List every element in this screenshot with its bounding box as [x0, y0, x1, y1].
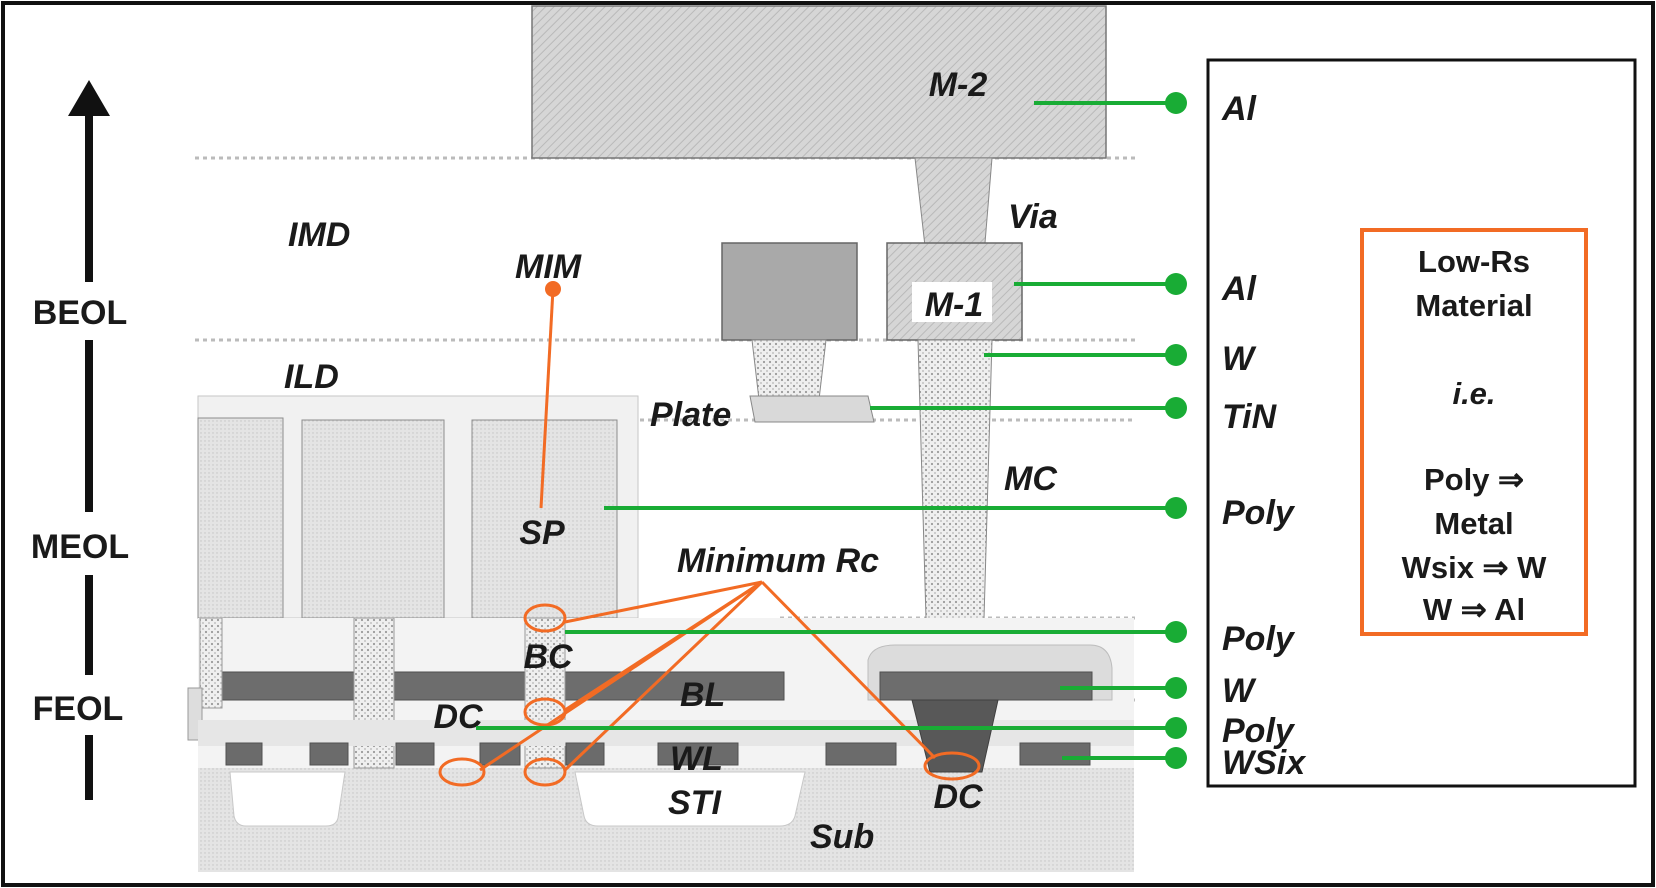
- sp-label: SP: [519, 514, 565, 552]
- wl-gate-8: [1019, 742, 1091, 766]
- note-title-line1: Low-Rs: [1418, 244, 1530, 279]
- note-line4: W ⇒ Al: [1423, 592, 1525, 627]
- note-line3: Wsix ⇒ W: [1402, 550, 1548, 585]
- leader-plate-dot: [1165, 397, 1187, 419]
- material-bc: Poly: [1222, 620, 1296, 658]
- meol-label: MEOL: [31, 528, 129, 566]
- wl-gate-1: [225, 742, 263, 766]
- bit-line-left: [221, 671, 785, 701]
- rc-circle-dc-right: [923, 751, 981, 781]
- rc-circle-bc: [523, 603, 567, 633]
- note-ie: i.e.: [1452, 376, 1495, 411]
- bl-label: BL: [680, 676, 725, 714]
- leader-dc-dot: [1165, 717, 1187, 739]
- leader-bl-dot: [1165, 677, 1187, 699]
- leader-wl-dot: [1165, 747, 1187, 769]
- wl-gate-6: [657, 742, 739, 766]
- material-sp: Poly: [1222, 494, 1296, 532]
- material-leaders: [476, 92, 1187, 769]
- plate-label: Plate: [650, 396, 731, 434]
- m2-label: M-2: [929, 66, 988, 104]
- m2-metal: [531, 5, 1107, 159]
- leader-m2-dot: [1165, 92, 1187, 114]
- rc-line-dc-center: [563, 580, 764, 772]
- ild-label: ILD: [284, 358, 339, 396]
- leader-sp-dot: [1165, 497, 1187, 519]
- via-label: Via: [1008, 198, 1058, 236]
- note-line2: Metal: [1434, 506, 1513, 541]
- material-wl: WSix: [1222, 744, 1307, 782]
- rc-circle-dc: [523, 697, 567, 727]
- capacitor-1: [197, 417, 284, 619]
- via: [914, 157, 993, 256]
- sti-label: STI: [668, 784, 722, 822]
- mim-pointer-line: [539, 288, 555, 509]
- sti-center: [574, 771, 806, 827]
- m1-label: M-1: [925, 286, 984, 324]
- feol-label: FEOL: [33, 690, 124, 728]
- capacitor-2: [301, 419, 445, 619]
- material-plate: TiN: [1222, 398, 1278, 436]
- leader-mc-dot: [1165, 344, 1187, 366]
- rc-circle-sub-center: [523, 757, 567, 787]
- note-title-line2: Material: [1415, 288, 1532, 323]
- imd-label: IMD: [288, 216, 350, 254]
- material-mc: W: [1222, 340, 1257, 378]
- sub-label: Sub: [810, 818, 874, 856]
- dc-left-label: DC: [433, 698, 483, 736]
- dc-right-label: DC: [933, 778, 983, 816]
- rc-line-dc-left: [479, 580, 763, 772]
- m1-label-bg: [912, 282, 992, 322]
- material-m1: Al: [1221, 270, 1258, 308]
- leader-bc-dot: [1165, 621, 1187, 643]
- rc-circle-sub-left: [438, 757, 486, 787]
- note-line1: Poly ⇒: [1424, 462, 1524, 497]
- wl-gate-7: [825, 742, 897, 766]
- m1-metal-left: [721, 242, 858, 341]
- beol-label: BEOL: [33, 294, 127, 332]
- material-bl: W: [1222, 672, 1257, 710]
- rc-line-bc: [564, 580, 763, 624]
- wl-gate-3: [395, 742, 435, 766]
- minimum-rc-label: Minimum Rc: [677, 542, 879, 580]
- leader-m1-dot: [1165, 273, 1187, 295]
- mc-label: MC: [1004, 460, 1057, 498]
- sti-left: [229, 771, 346, 827]
- bc-label: BC: [523, 638, 573, 676]
- wl-gate-2: [309, 742, 349, 766]
- poly-band: [198, 720, 1134, 746]
- low-rs-note: Low-Rs Material i.e. Poly ⇒ Metal Wsix ⇒…: [1360, 228, 1588, 636]
- material-m2: Al: [1221, 90, 1258, 128]
- arrow-up-icon: [68, 80, 110, 116]
- mim-pointer-dot: [545, 281, 561, 297]
- mim-label: MIM: [515, 248, 582, 286]
- bc-plug-left: [199, 617, 223, 709]
- wl-label: WL: [670, 740, 723, 778]
- low-rs-note-frame: [1360, 228, 1588, 636]
- plate: [749, 395, 875, 423]
- material-dc: Poly: [1222, 712, 1296, 750]
- layer-axis: BEOL MEOL FEOL: [31, 80, 129, 800]
